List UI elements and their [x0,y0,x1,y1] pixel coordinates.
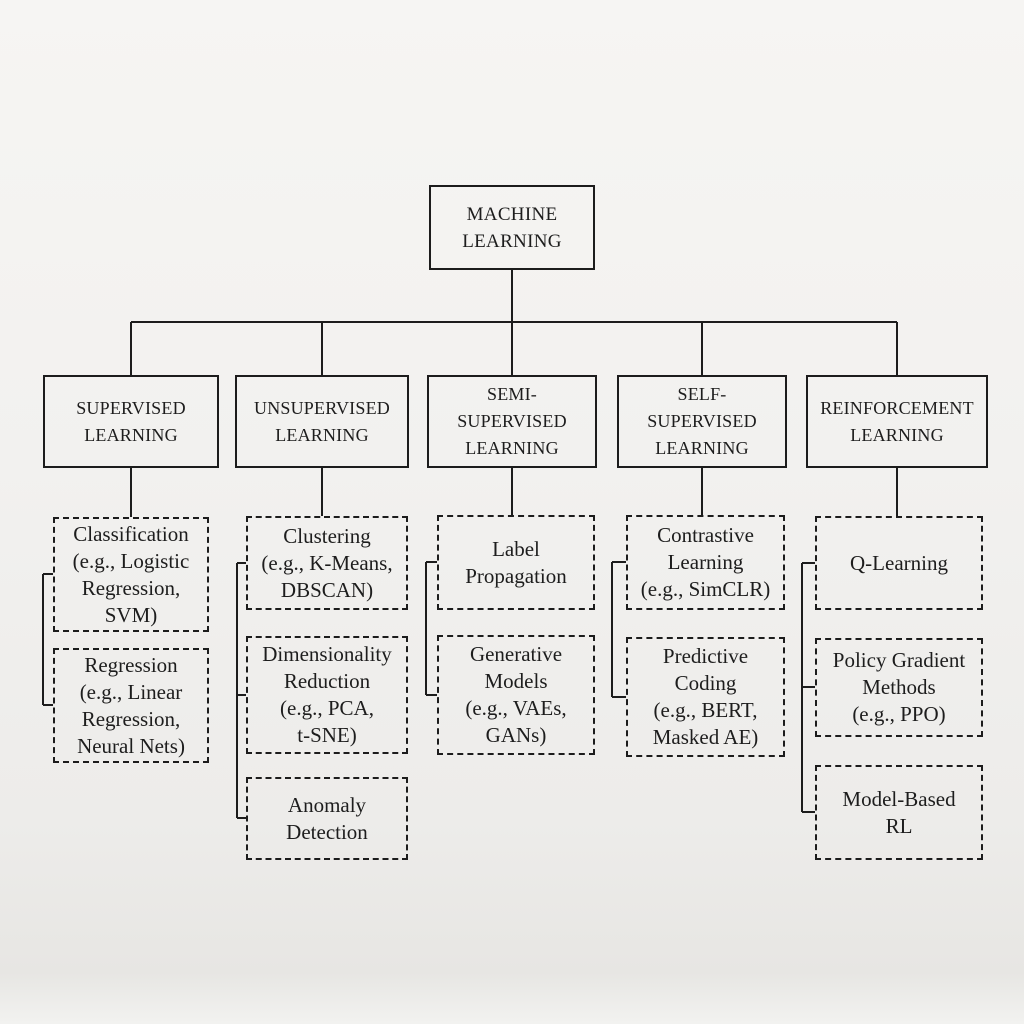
node-self-supervised-learning: SELF- SUPERVISED LEARNING [617,375,787,468]
leaf-generative-models: Generative Models (e.g., VAEs, GANs) [437,635,595,755]
node-self-supervised-learning-label: SELF- SUPERVISED LEARNING [647,384,757,458]
leaf-contrastive-learning-label: Contrastive Learning (e.g., SimCLR) [640,523,771,601]
leaf-generative-models-label: Generative Models (e.g., VAEs, GANs) [465,642,567,747]
leaf-contrastive-learning: Contrastive Learning (e.g., SimCLR) [626,515,785,610]
leaf-classification-label: Classification (e.g., Logistic Regressio… [72,521,190,627]
node-supervised-learning-label: SUPERVISED LEARNING [76,397,186,445]
leaf-regression-label: Regression (e.g., Linear Regression, Neu… [77,652,185,758]
node-reinforcement-learning: REINFORCEMENT LEARNING [806,375,988,468]
node-unsupervised-learning-label: UNSUPERVISED LEARNING [254,397,390,445]
leaf-q-learning: Q-Learning [815,516,983,610]
leaf-policy-gradient-methods-label: Policy Gradient Methods (e.g., PPO) [832,648,966,726]
node-reinforcement-learning-label: REINFORCEMENT LEARNING [820,397,974,445]
leaf-predictive-coding: Predictive Coding (e.g., BERT, Masked AE… [626,637,785,757]
leaf-label-propagation: Label Propagation [437,515,595,610]
leaf-policy-gradient-methods: Policy Gradient Methods (e.g., PPO) [815,638,983,737]
node-semi-supervised-learning-label: SEMI- SUPERVISED LEARNING [457,384,567,458]
leaf-clustering-label: Clustering (e.g., K-Means, DBSCAN) [261,523,393,602]
node-machine-learning: MACHINE LEARNING [429,185,595,270]
leaf-q-learning-label: Q-Learning [850,550,948,575]
leaf-label-propagation-label: Label Propagation [465,536,567,588]
leaf-model-based-rl: Model-Based RL [815,765,983,860]
leaf-regression: Regression (e.g., Linear Regression, Neu… [53,648,209,763]
leaf-classification: Classification (e.g., Logistic Regressio… [53,517,209,632]
leaf-dimensionality-reduction-label: Dimensionality Reduction (e.g., PCA, t-S… [262,642,392,747]
leaf-model-based-rl-label: Model-Based RL [842,786,956,838]
node-semi-supervised-learning: SEMI- SUPERVISED LEARNING [427,375,597,468]
node-supervised-learning: SUPERVISED LEARNING [43,375,219,468]
node-unsupervised-learning: UNSUPERVISED LEARNING [235,375,409,468]
leaf-anomaly-detection-label: Anomaly Detection [286,792,368,844]
leaf-dimensionality-reduction: Dimensionality Reduction (e.g., PCA, t-S… [246,636,408,754]
leaf-clustering: Clustering (e.g., K-Means, DBSCAN) [246,516,408,610]
leaf-predictive-coding-label: Predictive Coding (e.g., BERT, Masked AE… [652,644,759,749]
leaf-anomaly-detection: Anomaly Detection [246,777,408,860]
node-machine-learning-label: MACHINE LEARNING [462,203,562,252]
